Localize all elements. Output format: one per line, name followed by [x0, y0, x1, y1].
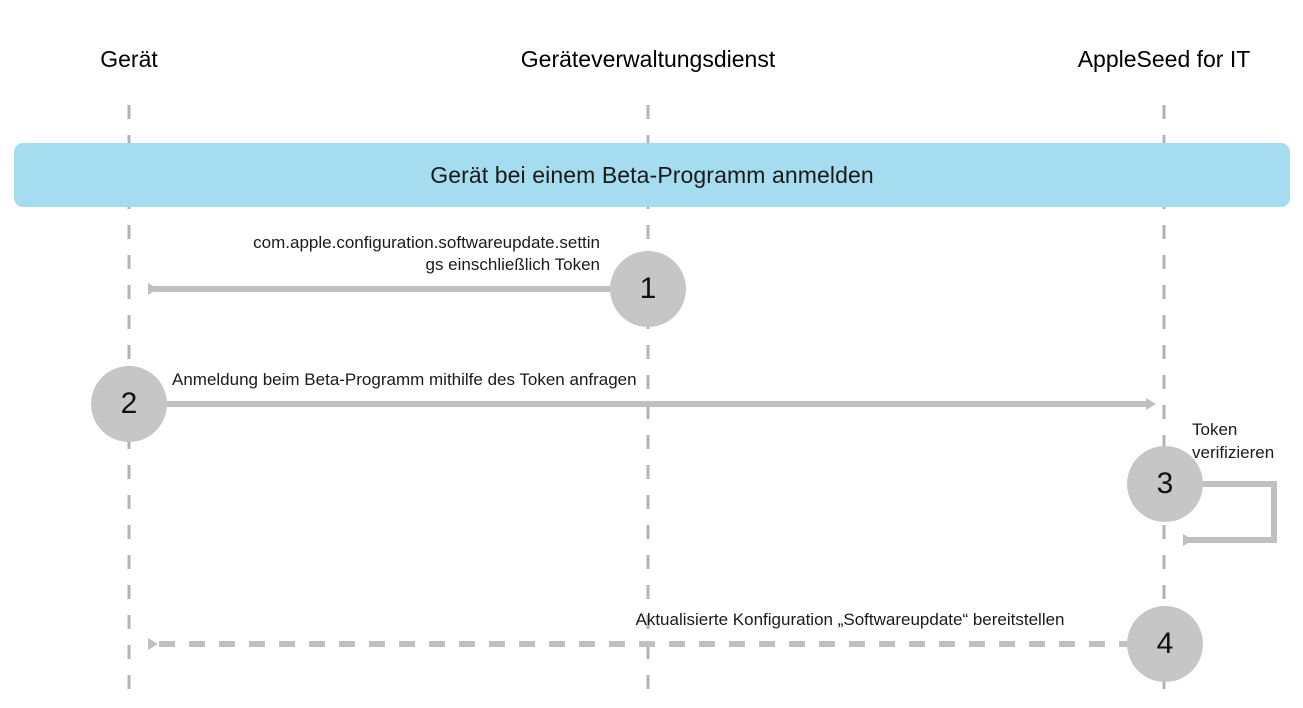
note-label-token-verifizieren: Token verifizieren: [1192, 420, 1275, 462]
message-selfloop-3: [1165, 481, 1277, 546]
step-marker-3[interactable]: 3: [1127, 446, 1203, 522]
message-label-1-line2: gs einschließlich Token: [425, 255, 601, 274]
message-label-2: Anmeldung beim Beta-Programm mithilfe de…: [172, 370, 637, 389]
step-marker-3-number: 3: [1156, 467, 1174, 500]
message-label-4: Aktualisierte Konfiguration „Softwareupd…: [635, 610, 1065, 629]
step-marker-1[interactable]: 1: [610, 251, 686, 327]
step-marker-1-number: 1: [639, 272, 657, 305]
lane-header-appleseed: AppleSeed for IT: [1077, 46, 1251, 72]
message-label-1-line1: com.apple.configuration.softwareupdate.s…: [253, 233, 600, 252]
phase-banner: Gerät bei einem Beta-Programm anmelden: [14, 143, 1290, 207]
lane-header-geraeteverwaltungsdienst: Geräteverwaltungsdienst: [520, 46, 776, 72]
step-marker-4[interactable]: 4: [1127, 606, 1203, 682]
lane-header-geraet: Gerät: [100, 46, 158, 72]
phase-banner-label: Gerät bei einem Beta-Programm anmelden: [430, 161, 874, 188]
message-label-1: com.apple.configuration.softwareupdate.s…: [160, 232, 600, 276]
step-marker-2-number: 2: [120, 387, 138, 420]
step-marker-2[interactable]: 2: [91, 366, 167, 442]
step-marker-4-number: 4: [1156, 627, 1174, 660]
